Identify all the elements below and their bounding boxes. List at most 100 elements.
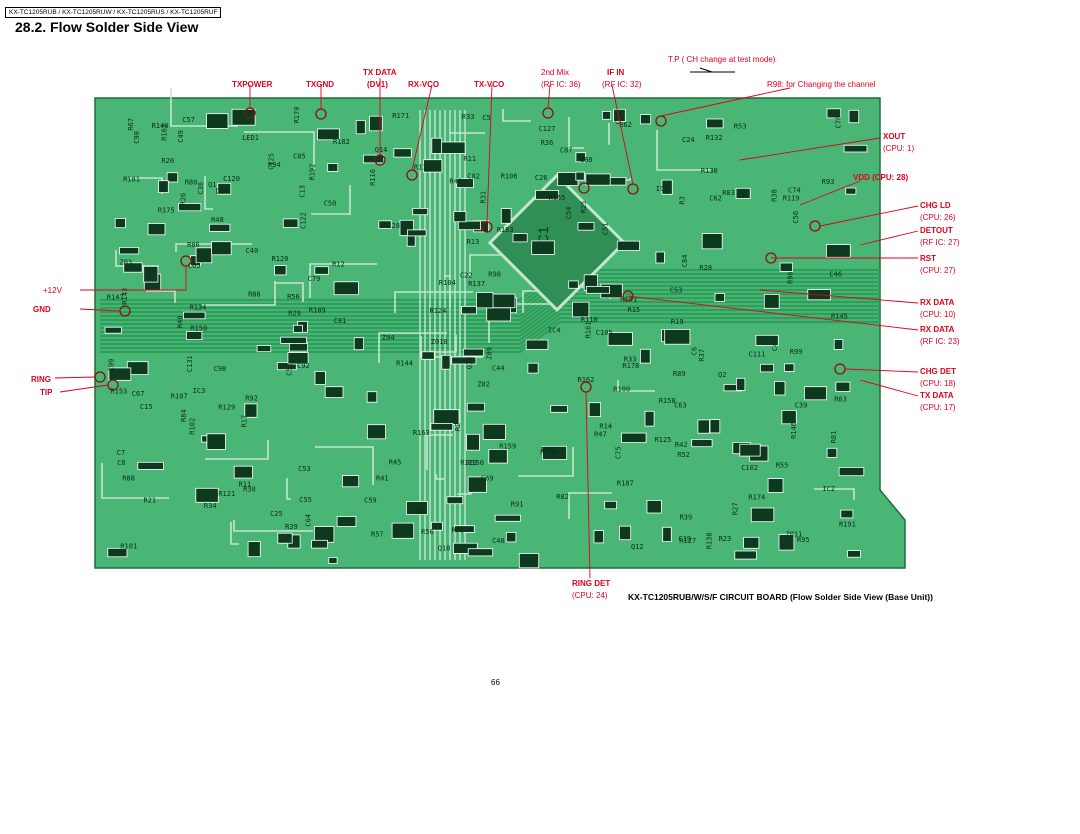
component-designator: R62 xyxy=(619,121,632,129)
txpower-label: TXPOWER xyxy=(232,80,273,89)
component-designator: R127 xyxy=(679,537,696,545)
tp-label: T.P ( CH change at test mode) xyxy=(668,55,776,64)
component-pad xyxy=(550,404,568,413)
component-designator: R40 xyxy=(177,316,185,329)
component-pad xyxy=(158,180,169,193)
component-pad xyxy=(602,111,612,120)
ifin-label: IF IN xyxy=(607,68,625,77)
component-designator: R26 xyxy=(180,193,188,206)
component-designator: R120 xyxy=(272,255,289,263)
callout-line xyxy=(80,266,187,291)
component-designator: C26 xyxy=(535,174,548,182)
component-pad xyxy=(709,419,721,434)
component-pad xyxy=(735,187,751,199)
component-designator: R29 xyxy=(288,310,301,318)
component-pad xyxy=(778,534,795,551)
component-designator: C82 xyxy=(467,173,480,181)
xout-sub-label: (CPU: 1) xyxy=(883,144,915,153)
component-designator: Q12 xyxy=(631,543,644,551)
component-pad xyxy=(341,475,360,488)
component-designator: C14 xyxy=(614,112,622,125)
component-designator: R119 xyxy=(783,194,800,202)
component-pad xyxy=(760,363,775,373)
component-designator: C44 xyxy=(492,364,505,372)
component-pad xyxy=(575,171,585,181)
component-pad xyxy=(804,386,828,401)
component-designator: C53 xyxy=(298,465,311,473)
component-designator: C69 xyxy=(481,475,494,483)
component-pad xyxy=(451,356,477,365)
component-designator: R145 xyxy=(831,312,848,320)
component-designator: R182 xyxy=(333,138,350,146)
component-designator: R150 xyxy=(190,325,207,333)
component-pad xyxy=(114,217,126,229)
component-pad xyxy=(697,419,710,434)
component-designator: R102 xyxy=(188,418,196,435)
component-designator: R143 xyxy=(121,288,129,305)
component-pad xyxy=(446,496,464,505)
rxdata-cpu-label: RX DATA xyxy=(920,298,955,307)
component-designator: R28 xyxy=(699,264,712,272)
chgld-label: CHG LD xyxy=(920,201,951,210)
component-designator: R37 xyxy=(698,349,706,362)
component-designator: R100 xyxy=(613,386,630,394)
component-pad xyxy=(500,208,512,224)
mix-sub-label: (RF IC: 36) xyxy=(541,80,581,89)
component-pad xyxy=(288,342,308,352)
component-designator: C19 xyxy=(679,535,692,543)
component-designator: R33 xyxy=(462,113,475,121)
component-pad xyxy=(336,516,357,527)
component-designator: R153 xyxy=(110,387,127,395)
callout-line xyxy=(411,84,433,171)
component-designator: C84 xyxy=(681,255,689,268)
component-designator: C85 xyxy=(293,153,306,161)
callout-line xyxy=(739,137,881,161)
component-pad xyxy=(621,432,647,444)
component-pad xyxy=(327,163,339,172)
component-pad xyxy=(763,293,780,309)
vdd-label: VDD (CPU: 28) xyxy=(853,173,909,182)
component-designator: R171 xyxy=(392,112,409,120)
component-designator: R158 xyxy=(659,397,676,405)
component-designator: C63 xyxy=(674,401,687,409)
component-designator: R56 xyxy=(287,293,300,301)
component-designator: R170 xyxy=(293,107,301,124)
component-pad xyxy=(292,324,303,333)
component-designator: R53 xyxy=(734,123,747,131)
component-pad xyxy=(195,247,213,264)
component-designator: Q13 xyxy=(465,357,473,370)
component-designator: R94 xyxy=(268,161,281,169)
trace xyxy=(233,520,313,532)
chgdet-label: CHG DET xyxy=(920,367,956,376)
component-designator: R150 xyxy=(467,459,484,467)
component-designator: R41 xyxy=(376,474,389,482)
component-designator: R45 xyxy=(389,458,402,466)
component-pad xyxy=(585,173,611,186)
component-designator: R83 xyxy=(722,189,735,197)
component-designator: R33 xyxy=(624,355,637,363)
component-designator: R81 xyxy=(830,431,838,444)
component-pad xyxy=(108,367,132,381)
component-designator: C48 xyxy=(492,537,505,545)
component-pad xyxy=(247,541,261,558)
test-point xyxy=(578,182,590,194)
trace xyxy=(100,312,880,346)
component-pad xyxy=(123,262,143,273)
component-pad xyxy=(847,550,861,558)
component-pad xyxy=(467,476,487,493)
component-designator: C59 xyxy=(364,496,377,504)
component-pad xyxy=(405,501,428,516)
component-designator: R138 xyxy=(705,532,713,549)
component-designator: R125 xyxy=(655,436,672,444)
component-pad xyxy=(714,292,726,302)
trace xyxy=(230,522,239,545)
component-designator: R42 xyxy=(675,441,688,449)
component-pad xyxy=(833,339,844,350)
component-designator: R38 xyxy=(771,189,779,202)
component-designator: R112 xyxy=(414,163,431,171)
component-pad xyxy=(706,118,724,129)
trace xyxy=(311,185,351,215)
component-designator: C102 xyxy=(741,464,758,472)
component-designator: R141 xyxy=(620,295,637,303)
component-designator: R98 xyxy=(488,271,501,279)
